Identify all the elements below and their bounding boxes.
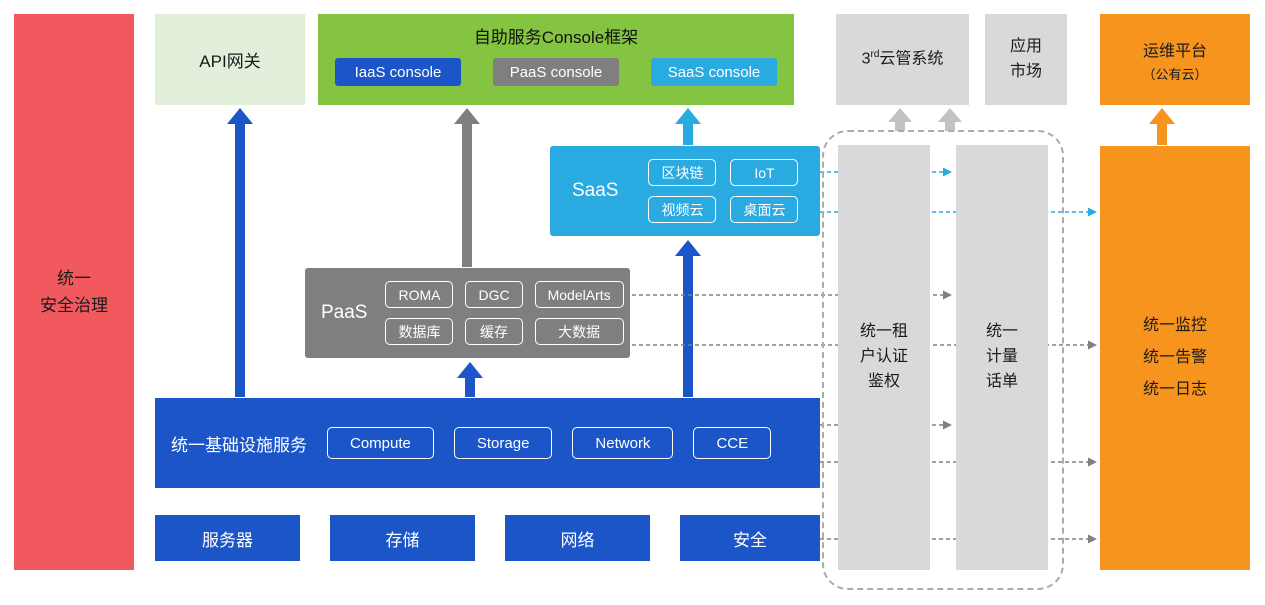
database-service: 数据库 [385, 318, 454, 345]
tenant-auth-label: 统一租 户认证 鉴权 [859, 323, 908, 390]
arrow-auth-to-third-party-icon [888, 108, 912, 131]
video-cloud-service: 视频云 [648, 196, 717, 223]
network-service: Network [572, 427, 674, 459]
dgc-service: DGC [465, 281, 523, 308]
console-framework-title: 自助服务Console框架 [473, 28, 639, 47]
monitoring-label: 统一监控 统一告警 统一日志 [1142, 317, 1207, 398]
ops-platform-box: 运维平台 （公有云） [1100, 14, 1250, 105]
arrow-monitoring-to-ops-icon [1149, 108, 1175, 145]
paas-console-button: PaaS console [493, 58, 619, 86]
network-box: 网络 [505, 515, 650, 561]
dashed-paas-to-monitoring-arrowhead-icon [1088, 340, 1097, 350]
iaas-console-button: IaaS console [335, 58, 461, 86]
shared-services-dashed-frame [822, 130, 1064, 590]
dashed-paas-to-metering-arrowhead-icon [943, 290, 952, 300]
saas-box: SaaS 区块链 IoT 视频云 桌面云 [550, 146, 820, 236]
arrow-metering-to-third-party-icon [938, 108, 962, 131]
ops-platform-label: 运维平台 [1142, 42, 1207, 60]
infrastructure-services-row: Compute Storage Network CCE [327, 427, 772, 459]
app-market-box: 应用 市场 [985, 14, 1067, 105]
ops-platform-sublabel: （公有云） [1142, 66, 1208, 82]
paas-label: PaaS [321, 302, 368, 323]
security-governance-label: 统一 安全治理 [40, 268, 108, 315]
arrow-saas-to-console-icon [675, 108, 701, 145]
metering-label: 统一 计量 话单 [985, 323, 1018, 390]
third-party-cloud-box: 3rd云管系统 [836, 14, 969, 105]
infrastructure-box: 统一基础设施服务 Compute Storage Network CCE [155, 398, 820, 488]
saas-console-button: SaaS console [651, 58, 777, 86]
saas-label: SaaS [572, 180, 619, 201]
security-governance-bar: 统一 安全治理 [14, 14, 134, 570]
arrow-infra-to-paas-icon [457, 362, 483, 397]
dashed-infra-to-monitoring-arrowhead-icon [1088, 457, 1097, 467]
roma-service: ROMA [385, 281, 454, 308]
blockchain-service: 区块链 [648, 159, 717, 186]
paas-services-grid: ROMA DGC ModelArts 数据库 缓存 大数据 [385, 281, 624, 345]
paas-box: PaaS ROMA DGC ModelArts 数据库 缓存 大数据 [305, 268, 630, 358]
compute-service: Compute [327, 427, 434, 459]
arrow-infra-to-api-gateway-icon [227, 108, 253, 397]
arrow-infra-to-saas-icon [675, 240, 701, 397]
third-party-cloud-label: 3rd云管系统 [862, 47, 944, 72]
tenant-auth-bar: 统一租 户认证 鉴权 [838, 145, 930, 570]
dashed-security-to-monitoring-arrowhead-icon [1088, 534, 1097, 544]
bigdata-service: 大数据 [534, 318, 624, 345]
console-buttons-row: IaaS console PaaS console SaaS console [335, 58, 777, 86]
desktop-cloud-service: 桌面云 [730, 196, 799, 223]
storage-service: Storage [453, 427, 553, 459]
arrow-paas-to-console-icon [454, 108, 480, 267]
cce-service: CCE [693, 427, 772, 459]
console-framework-box: 自助服务Console框架 IaaS console PaaS console … [318, 14, 794, 105]
dashed-saas-to-monitoring-arrowhead-icon [1088, 207, 1097, 217]
metering-bar: 统一 计量 话单 [956, 145, 1048, 570]
storage-box: 存储 [330, 515, 475, 561]
dashed-saas-to-metering-arrowhead-icon [943, 167, 952, 177]
infrastructure-label: 统一基础设施服务 [171, 435, 307, 455]
api-gateway-label: API网关 [199, 52, 261, 71]
third-party-cloud-label-base: 3 [861, 50, 871, 68]
third-party-cloud-label-rest: 云管系统 [879, 50, 944, 68]
dashed-infra-to-metering-arrowhead-icon [943, 420, 952, 430]
modelarts-service: ModelArts [534, 281, 624, 308]
app-market-label: 应用 市场 [1009, 37, 1042, 80]
third-party-cloud-label-sup: rd [870, 48, 880, 60]
monitoring-box: 统一监控 统一告警 统一日志 [1100, 146, 1250, 570]
server-box: 服务器 [155, 515, 300, 561]
api-gateway-box: API网关 [155, 14, 305, 105]
cache-service: 缓存 [465, 318, 523, 345]
saas-services-grid: 区块链 IoT 视频云 桌面云 [648, 159, 799, 223]
security-box: 安全 [680, 515, 820, 561]
iot-service: IoT [730, 159, 799, 186]
